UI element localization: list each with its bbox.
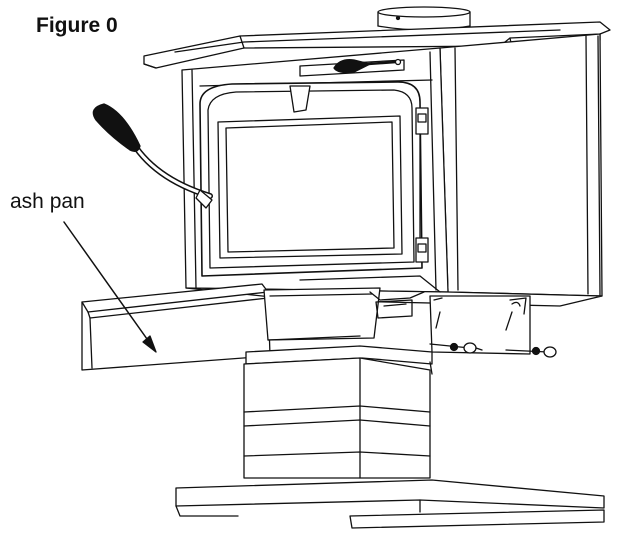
door-handle — [93, 104, 212, 208]
figure-title: Figure 0 — [36, 14, 118, 37]
ash-pan-callout-label: ash pan — [10, 190, 85, 213]
ash-pan — [264, 288, 424, 340]
air-control-handle — [334, 60, 401, 73]
ash-pan-leader-arrow — [64, 222, 156, 352]
pedestal-base — [176, 480, 604, 528]
stove-side-panel — [440, 34, 602, 296]
hearth-shelf — [82, 284, 270, 370]
mounting-bolts — [430, 343, 556, 357]
door-hinges — [416, 108, 428, 262]
leg-bracket — [430, 296, 530, 354]
stove-door — [200, 82, 422, 276]
flue-collar — [378, 7, 470, 30]
pedestal-body — [244, 358, 430, 478]
